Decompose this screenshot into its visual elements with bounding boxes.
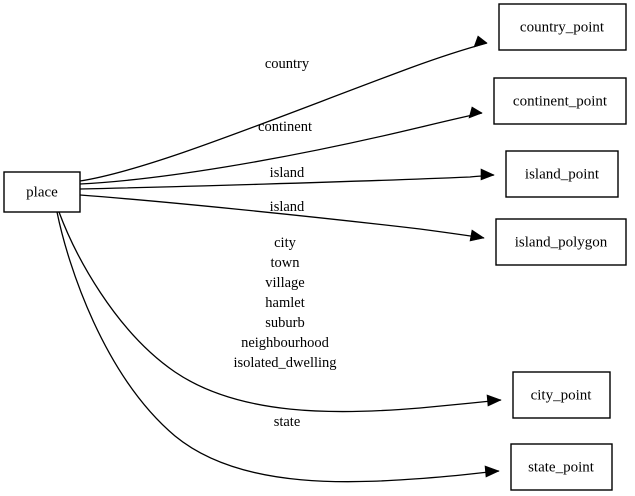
node-island-point[interactable]: island_point — [505, 150, 619, 198]
node-state-point-box — [510, 443, 613, 491]
node-island-point-label: island_point — [525, 166, 600, 182]
edge-place-to-continent-point[interactable] — [79, 106, 483, 185]
edge-label-city-line-6: neighbourhood — [241, 335, 330, 351]
edge-line-continent — [79, 112, 483, 185]
node-state-point[interactable]: state_point — [510, 443, 613, 491]
edge-label-continent: continent — [258, 119, 312, 135]
arrow-head-island-polygon — [469, 229, 485, 242]
node-country-point[interactable]: country_point — [498, 3, 627, 51]
edge-line-country — [79, 42, 488, 182]
arrow-head-state — [484, 465, 500, 478]
node-island-polygon-label: island_polygon — [515, 234, 608, 250]
edge-label-island-polygon: island — [270, 199, 305, 215]
node-place-box — [3, 171, 81, 213]
edge-label-city-multiline: city town village hamlet suburb neighbou… — [233, 235, 336, 371]
arrow-head-country — [473, 35, 488, 48]
edge-place-to-city-point[interactable] — [58, 211, 502, 413]
arrow-head-island-point — [480, 168, 495, 181]
node-country-point-box — [498, 3, 627, 51]
node-island-point-box — [505, 150, 619, 198]
edge-label-country: country — [265, 56, 310, 72]
edge-line-city — [58, 211, 502, 413]
node-city-point-box — [512, 371, 611, 419]
node-state-point-label: state_point — [528, 459, 595, 475]
edge-label-city-line-1: city — [274, 235, 296, 251]
edge-label-island-point: island — [270, 165, 305, 181]
edge-label-city-line-7: isolated_dwelling — [233, 355, 336, 371]
edge-line-state — [56, 211, 500, 483]
node-continent-point-box — [493, 77, 627, 125]
node-city-point-label: city_point — [531, 387, 593, 403]
edge-label-city-line-2: town — [271, 255, 301, 271]
node-island-polygon-box — [495, 218, 627, 266]
arrow-head-continent — [468, 106, 483, 119]
edge-place-to-island-polygon[interactable] — [79, 194, 485, 242]
node-continent-point-label: continent_point — [513, 93, 608, 109]
edge-label-city-line-3: village — [265, 275, 304, 291]
edge-place-to-island-point[interactable] — [79, 168, 495, 190]
arrow-head-city — [486, 394, 502, 407]
edge-place-to-country-point[interactable] — [79, 35, 488, 182]
node-country-point-label: country_point — [520, 19, 605, 35]
node-place[interactable]: place — [3, 171, 81, 213]
node-place-label: place — [26, 184, 58, 200]
edge-place-to-state-point[interactable] — [56, 211, 500, 483]
edge-line-island-polygon — [79, 194, 485, 239]
node-continent-point[interactable]: continent_point — [493, 77, 627, 125]
edge-label-city-line-4: hamlet — [265, 295, 304, 311]
edge-label-state: state — [274, 414, 301, 430]
node-island-polygon[interactable]: island_polygon — [495, 218, 627, 266]
edge-label-city-line-5: suburb — [265, 315, 304, 331]
node-city-point[interactable]: city_point — [512, 371, 611, 419]
